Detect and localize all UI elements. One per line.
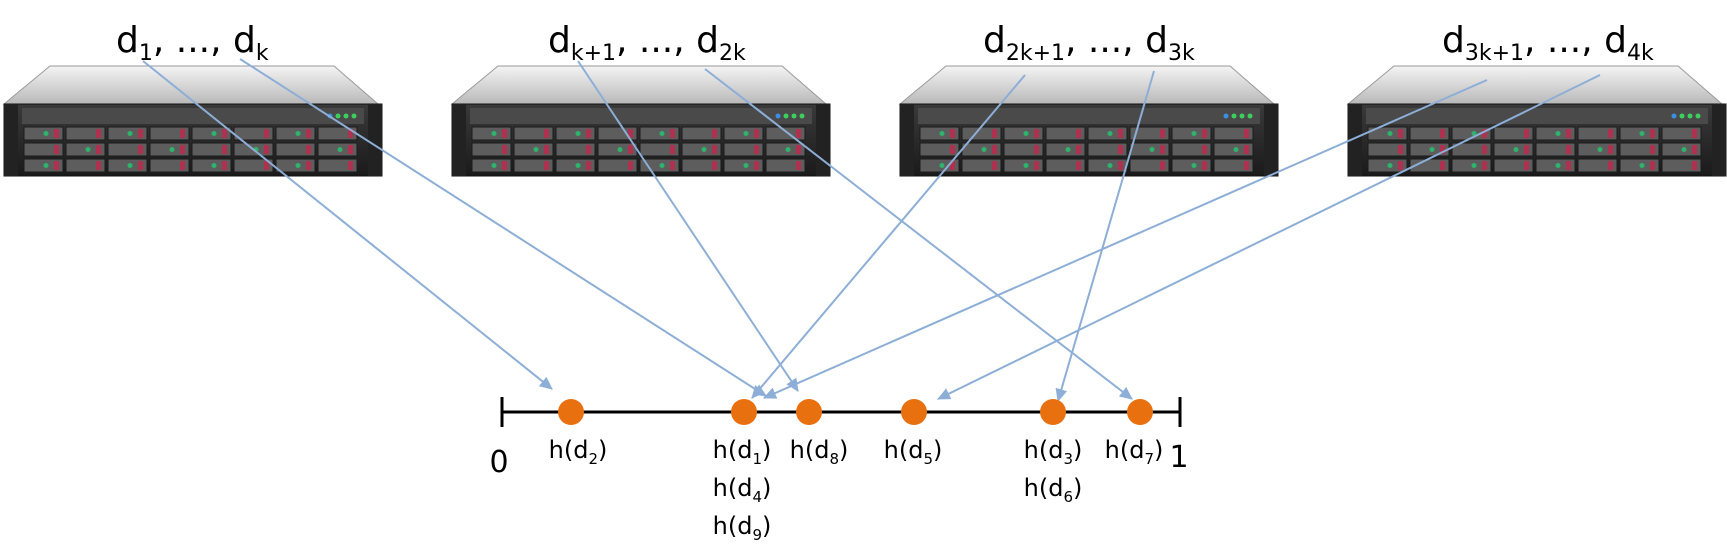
hash-label: h(d3) — [1024, 436, 1083, 468]
hash-point-5: h(d3) h(d6) — [1024, 399, 1083, 506]
mapping-arrow-3 — [577, 60, 799, 392]
hash-label: h(d8) — [790, 436, 849, 468]
server-3-range-label: d2k+1, ..., d3k — [983, 20, 1195, 66]
server-4-range-label: d3k+1, ..., d4k — [1442, 20, 1654, 66]
hash-point-marker — [1127, 399, 1153, 425]
server-rack-4 — [1346, 65, 1727, 177]
hash-point-1: h(d2) — [549, 399, 608, 468]
mapping-arrows — [142, 58, 1601, 402]
server-rack-3 — [898, 65, 1279, 177]
hash-label: h(d1) — [713, 436, 772, 468]
mapping-arrow-1 — [142, 60, 553, 390]
hash-point-marker — [901, 399, 927, 425]
server-1-range-label: d1, ..., dk — [116, 20, 269, 66]
mapping-arrow-6 — [1055, 70, 1155, 402]
line-start-label: 0 — [489, 445, 508, 480]
server-rack-2 — [450, 65, 831, 177]
server-rack-1 — [2, 65, 383, 177]
hash-point-marker — [796, 399, 822, 425]
mapping-arrow-7 — [763, 79, 1488, 399]
hash-line: 0 1 — [489, 397, 1189, 480]
hash-label: h(d9) — [713, 512, 772, 544]
hash-label: h(d2) — [549, 436, 608, 468]
hash-label: h(d4) — [713, 474, 772, 506]
mapping-arrow-4 — [704, 68, 1133, 400]
hash-label: h(d7) — [1105, 436, 1164, 468]
hash-point-marker — [1040, 399, 1066, 425]
hash-label: h(d6) — [1024, 474, 1083, 506]
line-end-label: 1 — [1169, 440, 1188, 475]
server-2-range-label: dk+1, ..., d2k — [548, 20, 746, 66]
mapping-arrow-2 — [239, 58, 767, 397]
hash-point-6: h(d7) — [1105, 399, 1164, 468]
hash-point-marker — [558, 399, 584, 425]
mapping-arrow-8 — [937, 74, 1601, 400]
hash-label: h(d5) — [884, 436, 943, 468]
hash-point-2: h(d1) h(d4) h(d9) — [713, 399, 772, 544]
hash-point-marker — [731, 399, 757, 425]
hash-point-3: h(d8) — [790, 399, 849, 468]
hash-point-4: h(d5) — [884, 399, 943, 468]
mapping-arrow-5 — [751, 74, 1026, 399]
